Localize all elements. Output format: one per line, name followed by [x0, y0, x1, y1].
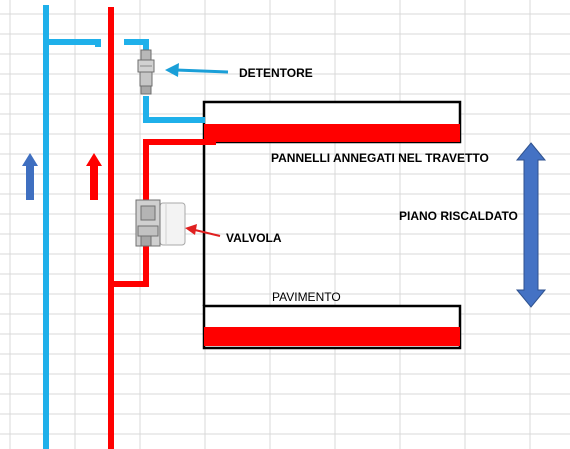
- label-pavimento: PAVIMENTO: [272, 290, 341, 304]
- upper-heating-panel: [204, 124, 460, 142]
- lower-heating-panel: [204, 327, 460, 346]
- thermostatic-valve-icon: [135, 199, 186, 247]
- detentore-pointer-arrow: [165, 63, 229, 77]
- supply-pipe: [108, 7, 216, 449]
- label-valvola: VALVOLA: [226, 231, 282, 245]
- label-pannelli: PANNELLI ANNEGATI NEL TRAVETTO: [271, 151, 489, 165]
- supply-flow-arrow-up-icon: [86, 153, 102, 200]
- valvola-pointer-arrow: [185, 224, 221, 237]
- label-piano-riscaldato: PIANO RISCALDATO: [399, 209, 518, 223]
- lockshield-valve-icon: [137, 49, 155, 95]
- heated-height-double-arrow-icon: [515, 142, 547, 308]
- return-flow-arrow-up-icon: [22, 153, 38, 200]
- label-detentore: DETENTORE: [239, 66, 313, 80]
